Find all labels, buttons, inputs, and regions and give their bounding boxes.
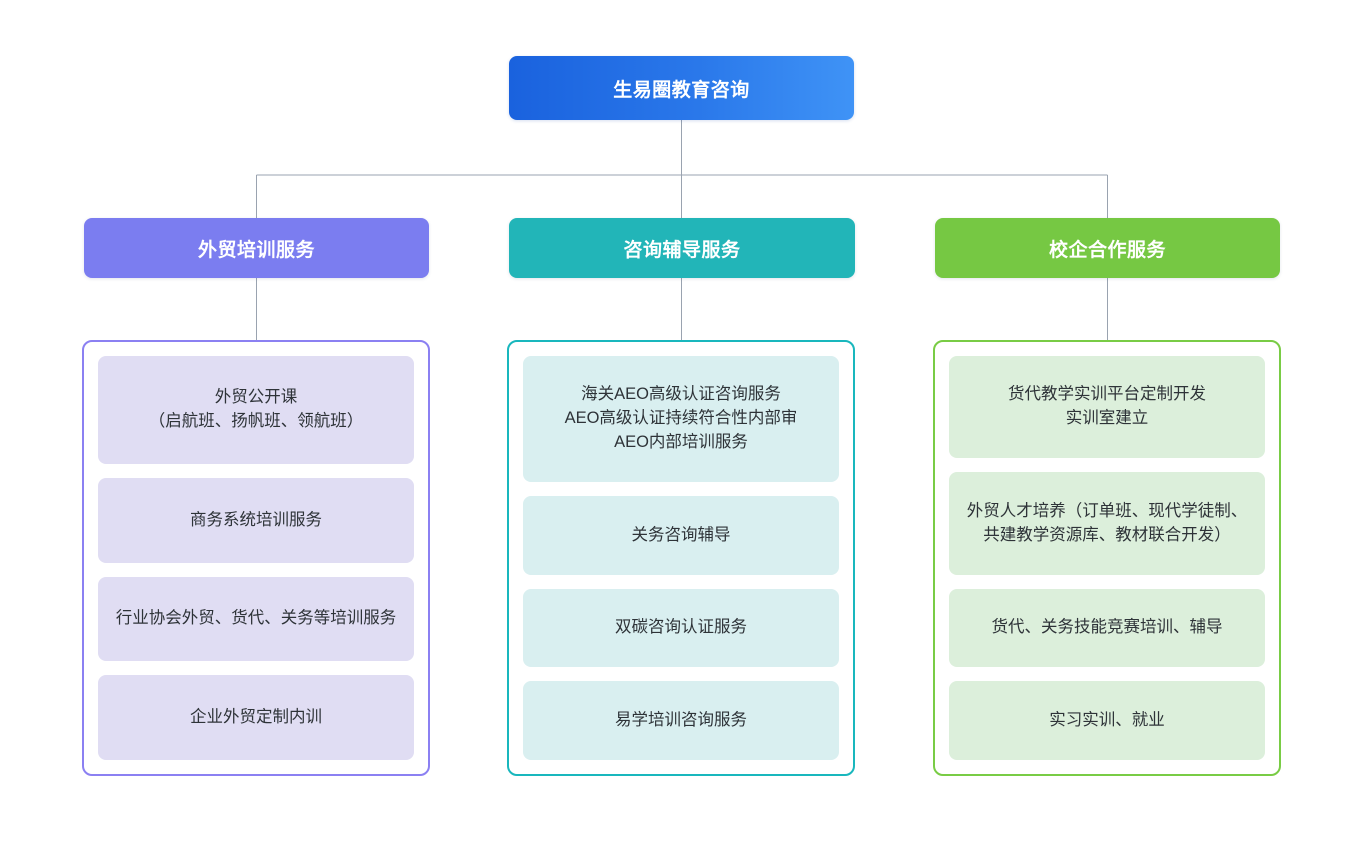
leaf-card[interactable]: 商务系统培训服务 xyxy=(98,478,414,563)
leaf-card[interactable]: 外贸人才培养（订单班、现代学徒制、共建教学资源库、教材联合开发） xyxy=(949,472,1265,575)
leaf-card[interactable]: 企业外贸定制内训 xyxy=(98,675,414,760)
branch-column-3: 校企合作服务 xyxy=(935,218,1280,278)
leaf-card[interactable]: 实习实训、就业 xyxy=(949,681,1265,761)
root-node[interactable]: 生易圈教育咨询 xyxy=(509,56,854,120)
branch-header-校企合作服务[interactable]: 校企合作服务 xyxy=(935,218,1280,278)
branch-column-2: 咨询辅导服务 xyxy=(509,218,855,278)
branch-column-1: 外贸培训服务 xyxy=(84,218,429,278)
branch-header-咨询辅导服务[interactable]: 咨询辅导服务 xyxy=(509,218,855,278)
leaf-card[interactable]: 货代、关务技能竞赛培训、辅导 xyxy=(949,588,1265,668)
leaf-card[interactable]: 易学培训咨询服务 xyxy=(523,681,839,761)
branch-header-label: 校企合作服务 xyxy=(1048,239,1166,261)
branch-header-label: 咨询辅导服务 xyxy=(623,239,741,261)
leaf-card[interactable]: 关务咨询辅导 xyxy=(523,496,839,575)
branch-header-外贸培训服务[interactable]: 外贸培训服务 xyxy=(84,218,429,278)
root-node-label: 生易圈教育咨询 xyxy=(613,79,750,101)
branch-header-label: 外贸培训服务 xyxy=(197,239,315,261)
branch-group-box-1: 外贸公开课 （启航班、扬帆班、领航班） 商务系统培训服务 行业协会外贸、货代、关… xyxy=(82,340,430,776)
leaf-card[interactable]: 外贸公开课 （启航班、扬帆班、领航班） xyxy=(98,356,414,465)
leaf-card[interactable]: 货代教学实训平台定制开发 实训室建立 xyxy=(949,356,1265,459)
leaf-card[interactable]: 双碳咨询认证服务 xyxy=(523,588,839,668)
leaf-card[interactable]: 行业协会外贸、货代、关务等培训服务 xyxy=(98,576,414,662)
branch-group-box-3: 货代教学实训平台定制开发 实训室建立 外贸人才培养（订单班、现代学徒制、共建教学… xyxy=(933,340,1281,776)
branch-group-box-2: 海关AEO高级认证咨询服务 AEO高级认证持续符合性内部审 AEO内部培训服务 … xyxy=(507,340,855,776)
leaf-card[interactable]: 海关AEO高级认证咨询服务 AEO高级认证持续符合性内部审 AEO内部培训服务 xyxy=(523,356,839,483)
